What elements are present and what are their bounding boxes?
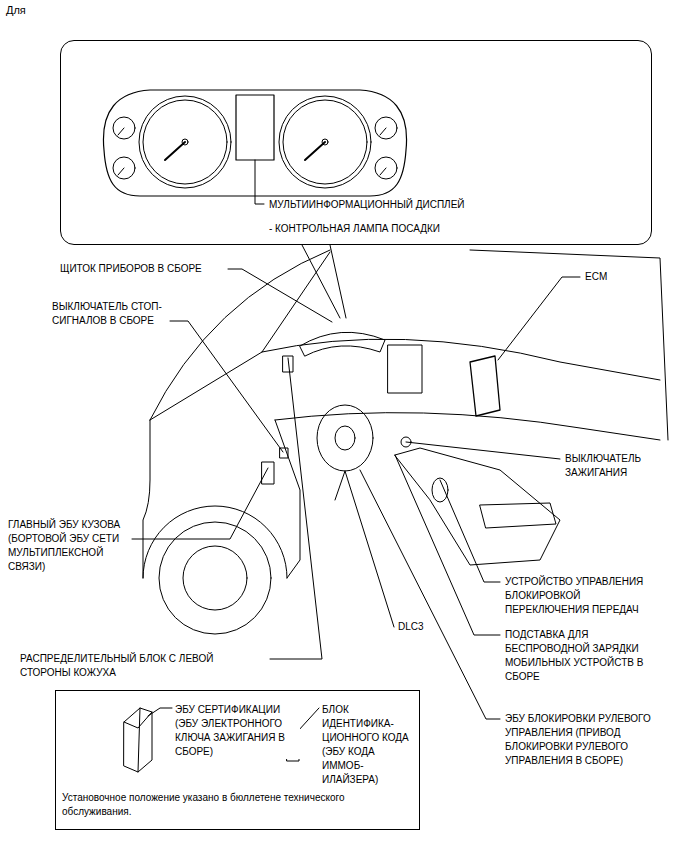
part-label: БЛОК ИДЕНТИФИКА- ЦИОННОГО КОДА (ЭБУ КОДА… <box>322 703 412 787</box>
note-box: ЭБУ СЕРТИФИКАЦИИ (ЭБУ ЭЛЕКТРОННОГО КЛЮЧА… <box>55 690 420 830</box>
part-label: МУЛЬТИИНФОРМАЦИОННЫЙ ДИСПЛЕЙ <box>269 198 465 212</box>
part-label: УСТРОЙСТВО УПРАВЛЕНИЯ БЛОКИРОВКОЙ ПЕРЕКЛ… <box>505 575 655 617</box>
part-label: ЩИТОК ПРИБОРОВ В СБОРЕ <box>60 262 202 276</box>
part-label: ECM <box>585 270 607 284</box>
part-label: DLC3 <box>398 620 424 634</box>
part-label: ПОДСТАВКА ДЛЯ БЕСПРОВОДНОЙ ЗАРЯДКИ МОБИЛ… <box>505 628 660 684</box>
note-text: Установочное положение указано в бюллете… <box>62 791 407 819</box>
page-title: Для <box>6 3 26 17</box>
part-label: РАСПРЕДЕЛИТЕЛЬНЫЙ БЛОК С ЛЕВОЙ СТОРОНЫ К… <box>20 652 265 680</box>
part-label: ЭБУ БЛОКИРОВКИ РУЛЕВОГО УПРАВЛЕНИЯ (ПРИВ… <box>505 712 660 768</box>
part-label: - КОНТРОЛЬНАЯ ЛАМПА ПОСАДКИ <box>269 222 440 236</box>
callout-box: МУЛЬТИИНФОРМАЦИОННЫЙ ДИСПЛЕЙ - КОНТРОЛЬНА… <box>60 40 652 245</box>
part-label: ЭБУ СЕРТИФИКАЦИИ (ЭБУ ЭЛЕКТРОННОГО КЛЮЧА… <box>175 703 300 759</box>
part-label: ВЫКЛЮЧАТЕЛЬ СТОП-СИГНАЛОВ В СБОРЕ <box>52 300 164 328</box>
part-label: ГЛАВНЫЙ ЭБУ КУЗОВА (БОРТОВОЙ ЭБУ СЕТИ МУ… <box>8 518 128 574</box>
part-label: ВЫКЛЮЧАТЕЛЬ ЗАЖИГАНИЯ <box>565 452 683 480</box>
